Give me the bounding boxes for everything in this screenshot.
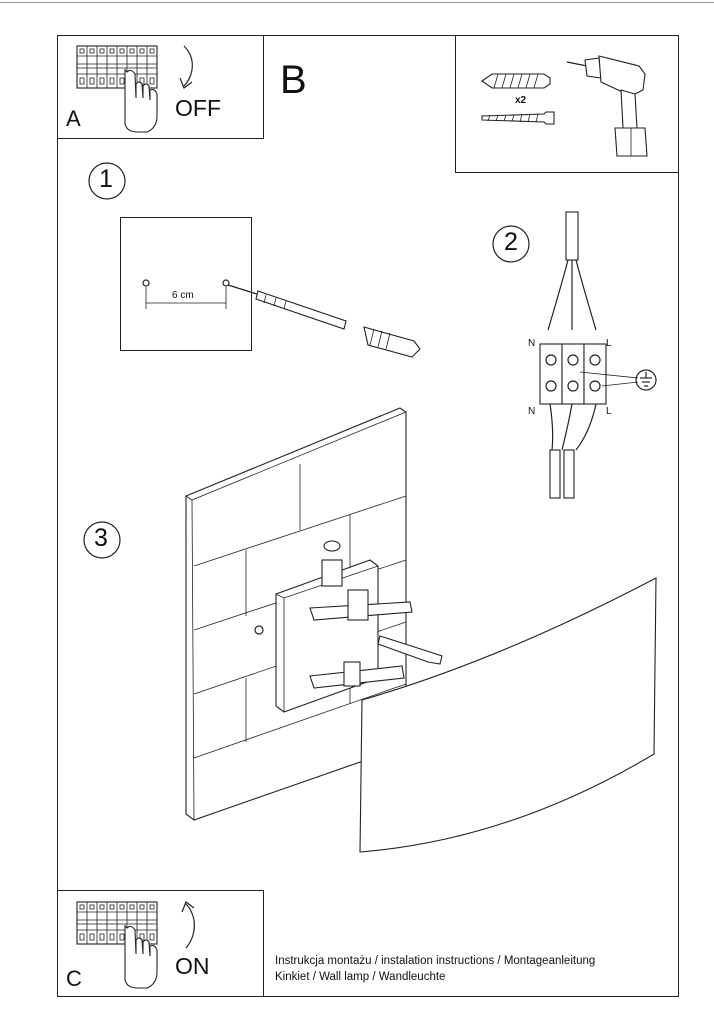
- arrow-up-icon: [181, 901, 195, 949]
- step-a-letter: A: [66, 106, 81, 131]
- wall-section-drill-plan: [120, 217, 252, 351]
- step-2-badge: [492, 225, 530, 263]
- instruction-sheet-frame: [57, 35, 679, 997]
- step-c-letter: C: [66, 966, 82, 991]
- wiring-terminal-diagram: [539, 211, 657, 499]
- neutral-bottom-label: N: [528, 406, 536, 417]
- neutral-top-label: N: [528, 338, 536, 349]
- top-rule: [0, 2, 714, 3]
- product-title: Kinkiet / Wall lamp / Wandleuchte: [275, 971, 446, 983]
- drill-holes-diagram: [142, 279, 421, 358]
- drill-icon: [566, 55, 648, 157]
- step-3-number: 3: [94, 524, 108, 552]
- screw-icon: [481, 111, 555, 125]
- live-bottom-label: L: [606, 406, 612, 417]
- step-3-badge: [83, 521, 121, 559]
- instructions-title: Instrukcja montażu / instalation instruc…: [275, 955, 596, 967]
- step-b-letter: B: [280, 58, 307, 102]
- breaker-panel-off-icon: [76, 45, 158, 133]
- on-label: ON: [175, 953, 210, 979]
- quantity-label: x2: [515, 95, 527, 106]
- wall-mounting-diagram: [185, 407, 657, 853]
- step-1-badge: [88, 162, 126, 200]
- breaker-panel-on-icon: [76, 901, 158, 989]
- arrow-down-icon: [179, 45, 193, 89]
- live-top-label: L: [606, 338, 612, 349]
- step-1-number: 1: [99, 165, 113, 193]
- hole-distance-label: 6 cm: [172, 290, 194, 301]
- off-label: OFF: [175, 95, 221, 121]
- wall-plug-icon: [481, 73, 551, 89]
- step-2-number: 2: [504, 228, 518, 256]
